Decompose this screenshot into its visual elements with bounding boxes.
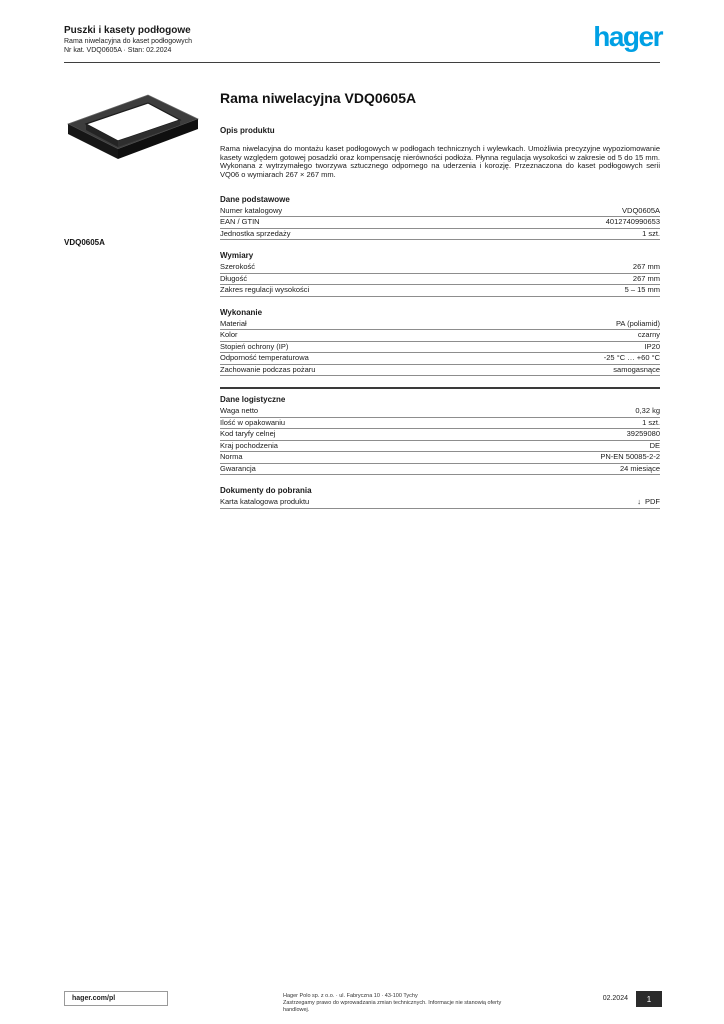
spec-section-title: Dane podstawowe <box>220 194 290 204</box>
spec-label: Kolor <box>220 330 238 340</box>
spec-value: PDF <box>645 497 660 507</box>
spec-label: Kraj pochodzenia <box>220 440 278 450</box>
spec-label: Waga netto <box>220 406 259 416</box>
spec-label: Kod taryfy celnej <box>220 429 276 439</box>
spec-value: IP20 <box>644 341 660 351</box>
document-link-row[interactable]: Karta katalogowa produktu ↓ PDF <box>220 497 660 509</box>
spec-label: EAN / GTIN <box>220 217 260 227</box>
spec-row: Kraj pochodzenia DE <box>220 441 660 453</box>
header-category: Puszki i kasety podłogowe <box>64 25 191 36</box>
spec-value: PN-EN 50085-2-2 <box>600 452 660 462</box>
spec-label: Norma <box>220 452 243 462</box>
spec-label: Długość <box>220 273 248 283</box>
spec-row: Stopień ochrony (IP) IP20 <box>220 342 660 354</box>
header-product-line: Rama niwelacyjna do kaset podłogowych <box>64 38 193 45</box>
spec-row: Kolor czarny <box>220 330 660 342</box>
footer-legal: Hager Polo sp. z o.o. · ul. Fabryczna 10… <box>283 993 513 1013</box>
section-divider <box>220 387 660 390</box>
spec-label: Zachowanie podczas pożaru <box>220 364 316 374</box>
spec-value: 0,32 kg <box>635 406 660 416</box>
spec-row: Jednostka sprzedaży 1 szt. <box>220 229 660 241</box>
description-section-label: Opis produktu <box>220 126 275 135</box>
spec-label: Gwarancja <box>220 463 256 473</box>
header-divider <box>64 62 660 63</box>
spec-value: czarny <box>637 330 660 340</box>
spec-value: 4012740990653 <box>605 217 660 227</box>
spec-label: Jednostka sprzedaży <box>220 228 291 238</box>
footer-website: hager.com/pl <box>64 991 168 1006</box>
spec-row: Długość 267 mm <box>220 274 660 286</box>
product-photo <box>67 94 199 159</box>
spec-value: -25 °C … +60 °C <box>603 353 660 363</box>
header-reference-line: Nr kat. VDQ0605A · Stan: 02.2024 <box>64 47 172 54</box>
spec-row: Zachowanie podczas pożaru samogasnące <box>220 365 660 377</box>
spec-row: Norma PN-EN 50085-2-2 <box>220 452 660 464</box>
spec-row: Szerokość 267 mm <box>220 262 660 274</box>
spec-value: 24 miesiące <box>619 463 660 473</box>
spec-section-title: Dokumenty do pobrania <box>220 486 312 496</box>
spec-value: samogasnące <box>613 364 660 374</box>
spec-row: Ilość w opakowaniu 1 szt. <box>220 418 660 430</box>
spec-value: 5 – 15 mm <box>624 285 660 295</box>
spec-value: PA (poliamid) <box>615 318 660 328</box>
spec-label: Odporność temperaturowa <box>220 353 309 363</box>
footer-disclaimer: Zastrzegamy prawo do wprowadzania zmian … <box>283 999 502 1013</box>
footer-address: Hager Polo sp. z o.o. · ul. Fabryczna 10… <box>283 993 418 999</box>
spec-row: Odporność temperaturowa -25 °C … +60 °C <box>220 353 660 365</box>
spec-row: EAN / GTIN 4012740990653 <box>220 217 660 229</box>
spec-value: 267 mm <box>632 262 660 272</box>
header: Puszki i kasety podłogowe Rama niwelacyj… <box>64 25 494 55</box>
spec-row: Numer katalogowy VDQ0605A <box>220 206 660 218</box>
spec-value: 1 szt. <box>642 228 660 238</box>
spec-row: Materiał PA (poliamid) <box>220 319 660 331</box>
spec-label: Szerokość <box>220 262 256 272</box>
spec-section-title: Wymiary <box>220 251 254 261</box>
spec-row: Waga netto 0,32 kg <box>220 406 660 418</box>
spec-value: VDQ0605A <box>622 205 660 215</box>
spec-row: Gwarancja 24 miesiące <box>220 464 660 476</box>
spec-label: Materiał <box>220 318 247 328</box>
hager-logo: hager <box>593 21 663 52</box>
page-number-badge: 1 <box>636 991 662 1007</box>
main-content: Rama niwelacyjna VDQ0605A Opis produktu … <box>220 90 660 520</box>
spec-row: Kod taryfy celnej 39259080 <box>220 429 660 441</box>
spec-label: Karta katalogowa produktu <box>220 497 310 507</box>
spec-section-title: Dane logistyczne <box>220 395 286 405</box>
spec-value: 39259080 <box>626 429 660 439</box>
spec-value: 267 mm <box>632 273 660 283</box>
spec-row: Zakres regulacji wysokości 5 – 15 mm <box>220 285 660 297</box>
product-description: Rama niwelacyjna do montażu kaset podłog… <box>220 144 660 180</box>
product-title: Rama niwelacyjna VDQ0605A <box>220 90 417 106</box>
product-reference: VDQ0605A <box>64 238 105 247</box>
spec-label: Numer katalogowy <box>220 205 283 215</box>
spec-section-title: Wykonanie <box>220 307 263 317</box>
spec-value: DE <box>649 440 660 450</box>
spec-value: 1 szt. <box>642 417 660 427</box>
footer-date: 02.2024 <box>602 995 628 1002</box>
download-icon[interactable]: ↓ <box>637 497 641 507</box>
spec-label: Stopień ochrony (IP) <box>220 341 289 351</box>
spec-label: Zakres regulacji wysokości <box>220 285 310 295</box>
spec-label: Ilość w opakowaniu <box>220 417 286 427</box>
